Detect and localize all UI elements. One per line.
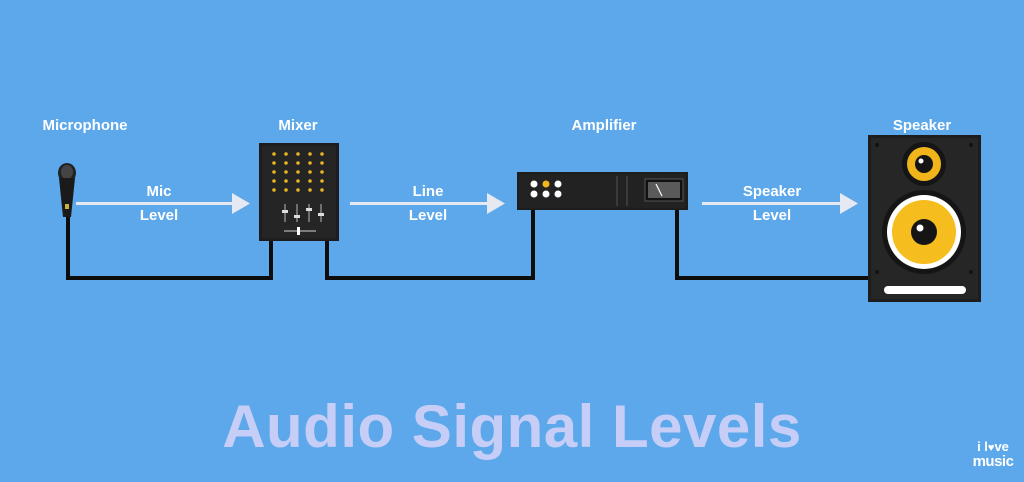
mixer-knob — [296, 179, 300, 183]
mixer-knob — [308, 170, 312, 174]
logo-line2: music — [972, 453, 1014, 470]
amplifier-icon — [517, 172, 688, 210]
amplifier-label: Amplifier — [571, 117, 637, 134]
mixer-knob — [284, 161, 288, 165]
mic-level-line1: Mic — [146, 183, 172, 200]
mixer-knob — [272, 161, 276, 165]
mixer-knob — [320, 161, 324, 165]
mixer-knob — [272, 170, 276, 174]
arrow-speaker-level — [702, 193, 858, 214]
logo-text-a: i l — [977, 439, 988, 454]
mixer-knob-grid — [272, 152, 324, 192]
mixer-knob — [308, 152, 312, 156]
mixer-knob — [308, 161, 312, 165]
mixer-knob — [320, 170, 324, 174]
mixer-knob — [296, 170, 300, 174]
page-title: Audio Signal Levels — [222, 393, 802, 460]
mixer-knob — [320, 152, 324, 156]
arrow-mic-level — [76, 193, 250, 214]
line-level-line1: Line — [412, 183, 444, 200]
speaker-icon — [868, 135, 981, 302]
microphone-label: Microphone — [42, 117, 128, 134]
speaker-label: Speaker — [892, 117, 952, 134]
mic-level-line2: Level — [139, 207, 179, 224]
mixer-knob — [320, 188, 324, 192]
i-love-music-logo: i l♥ve music — [969, 440, 1017, 470]
cables — [66, 210, 869, 280]
heart-icon: ♥ — [987, 442, 995, 454]
mixer-knob — [284, 152, 288, 156]
speaker-level-line1: Speaker — [742, 183, 802, 200]
mixer-knob — [308, 179, 312, 183]
mixer-knob — [272, 188, 276, 192]
arrow-line-level — [350, 193, 505, 214]
microphone-icon — [58, 163, 76, 217]
logo-line1: i l♥ve — [969, 440, 1017, 455]
mixer-knob — [284, 179, 288, 183]
mixer-knob — [284, 188, 288, 192]
mixer-knob — [284, 170, 288, 174]
mixer-knob — [296, 152, 300, 156]
mixer-knob — [272, 152, 276, 156]
line-level-label: Line Level — [409, 180, 447, 228]
cable-mixer-to-amp — [325, 210, 535, 280]
mixer-knob — [320, 179, 324, 183]
speaker-level-label: Speaker Level — [743, 180, 801, 228]
mixer-knob — [272, 179, 276, 183]
mixer-knob — [296, 188, 300, 192]
mixer-icon — [259, 143, 339, 241]
mixer-knob — [308, 188, 312, 192]
mixer-label: Mixer — [278, 117, 318, 134]
cable-mic-to-mixer — [66, 215, 273, 280]
mixer-knob — [296, 161, 300, 165]
line-level-line2: Level — [408, 207, 448, 224]
mic-level-label: Mic Level — [140, 180, 178, 228]
speaker-level-line2: Level — [752, 207, 792, 224]
logo-text-b: ve — [994, 439, 1009, 454]
cable-amp-to-speaker — [675, 210, 869, 280]
